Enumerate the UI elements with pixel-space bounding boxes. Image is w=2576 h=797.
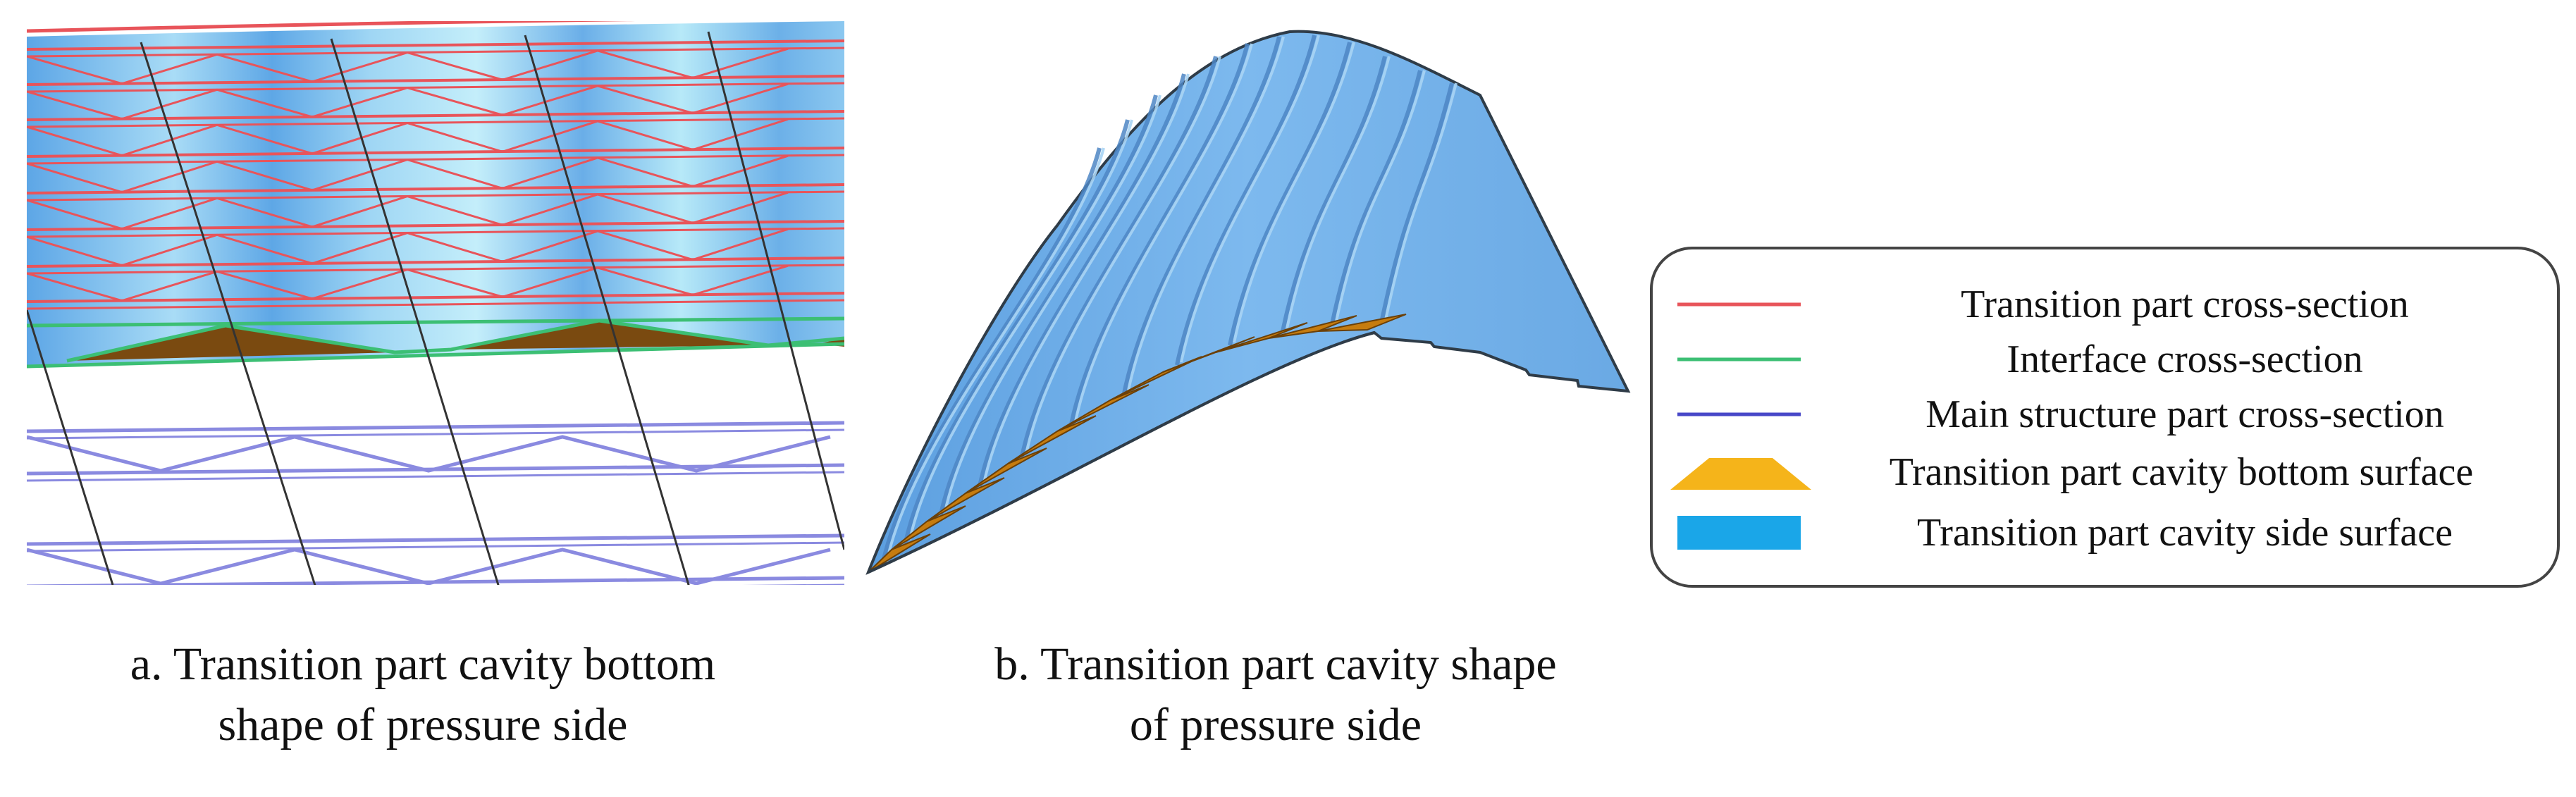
- main-structure-cross-section-lines: [27, 421, 844, 585]
- rib-line: [1122, 36, 1281, 394]
- transition-cross-section-lines: [27, 21, 844, 310]
- rib-line: [1281, 56, 1387, 332]
- rib-line: [880, 147, 1102, 566]
- red-zigzag: [27, 154, 789, 194]
- blue-line: [27, 541, 844, 552]
- caption-b-line2: of pressure side: [1129, 699, 1422, 750]
- cavity-step: [965, 447, 1047, 494]
- red-line: [27, 82, 844, 93]
- interface-cross-section-lines: [27, 316, 844, 369]
- cavity-step: [1215, 322, 1308, 353]
- rib-line: [939, 94, 1158, 515]
- rib-highlight: [908, 119, 1133, 540]
- blue-line: [27, 421, 844, 433]
- cavity-step: [1162, 336, 1255, 373]
- legend-label-interface-cross-section: Interface cross-section: [2007, 338, 2363, 381]
- cavity-step: [1007, 415, 1097, 464]
- rib-highlight: [982, 73, 1190, 484]
- rib-highlight: [1127, 36, 1285, 391]
- cavity-bottom-surface-2: [451, 321, 768, 350]
- panel-b-cavity-shape-view: [865, 30, 1631, 575]
- red-line: [27, 264, 844, 275]
- blue-zigzag: [27, 435, 831, 473]
- blue-line: [27, 471, 844, 482]
- rib-highlight: [1074, 43, 1253, 422]
- rib-highlight: [1025, 56, 1221, 455]
- rib-line: [1020, 56, 1218, 457]
- caption-a-line1: a. Transition part cavity bottom: [130, 638, 716, 690]
- rib-line: [1069, 43, 1250, 425]
- rib-line: [1330, 70, 1422, 325]
- cavity-step: [926, 477, 1005, 522]
- blue-zigzag: [27, 548, 831, 585]
- red-zigzag: [27, 82, 789, 121]
- rib-line: [1175, 35, 1317, 366]
- caption-a-line2: shape of pressure side: [218, 699, 628, 750]
- blue-line: [27, 533, 844, 546]
- red-line: [27, 257, 844, 268]
- red-zigzag: [27, 191, 789, 230]
- rib-highlight: [1286, 56, 1391, 329]
- legend-label-cavity-bottom-surface: Transition part cavity bottom surface: [1889, 450, 2474, 494]
- red-line: [27, 190, 844, 202]
- legend-frame: [1650, 247, 2560, 588]
- caption-b-line1: b. Transition part cavity shape: [994, 638, 1557, 690]
- red-zigzag: [27, 228, 789, 267]
- red-line: [27, 299, 844, 310]
- red-zigzag: [27, 118, 789, 157]
- legend-label-cavity-side-surface: Transition part cavity side surface: [1917, 511, 2453, 555]
- red-line: [27, 147, 844, 158]
- red-line: [27, 292, 844, 303]
- caption-panel-a: a. Transition part cavity bottom shape o…: [0, 634, 846, 755]
- cavity-step: [1268, 315, 1357, 339]
- red-line: [27, 154, 844, 165]
- red-line: [27, 47, 844, 58]
- rib-line: [904, 119, 1130, 543]
- cavity-bottom-edge: [868, 331, 1375, 574]
- red-zigzag: [27, 47, 789, 85]
- cavity-bottom-steps: [868, 314, 1407, 573]
- rib-highlight: [944, 94, 1161, 512]
- red-line: [27, 21, 636, 33]
- cavity-side-ribs: [880, 35, 1458, 566]
- rib-line: [1379, 82, 1454, 323]
- rib-highlight: [885, 147, 1105, 563]
- cavity-step: [1317, 314, 1407, 332]
- cavity-side-surface: [865, 30, 1631, 575]
- panel-a-cavity-bottom-view: [27, 21, 844, 585]
- legend: [1650, 247, 2560, 588]
- red-line: [27, 117, 844, 128]
- rib-highlight: [1180, 35, 1320, 363]
- red-line: [27, 110, 844, 121]
- rib-highlight: [1384, 82, 1458, 321]
- legend-label-transition-cross-section: Transition part cross-section: [1961, 283, 2409, 326]
- cavity-bottom-surface-1: [67, 326, 395, 361]
- red-line: [27, 220, 844, 231]
- cavity-step: [1056, 384, 1150, 432]
- legend-label-main-structure-cross-section: Main structure part cross-section: [1925, 393, 2444, 436]
- red-line: [27, 39, 844, 51]
- legend-swatch-blue-rectangle: [1677, 516, 1801, 550]
- blue-line: [741, 583, 844, 585]
- rib-line: [978, 73, 1186, 487]
- rib-highlight: [1233, 42, 1355, 343]
- cavity-step: [868, 533, 931, 573]
- red-zigzag: [27, 264, 789, 302]
- cavity-step: [891, 505, 966, 550]
- red-line: [27, 183, 844, 194]
- red-line: [27, 75, 844, 86]
- legend-swatch-orange-trapezoid: [1670, 458, 1811, 490]
- rib-highlight: [1335, 70, 1426, 322]
- skeleton-lines: [27, 31, 844, 585]
- blue-line: [27, 428, 844, 440]
- red-line: [27, 227, 844, 238]
- caption-panel-b: b. Transition part cavity shape of press…: [839, 634, 1713, 755]
- rib-line: [1228, 42, 1352, 346]
